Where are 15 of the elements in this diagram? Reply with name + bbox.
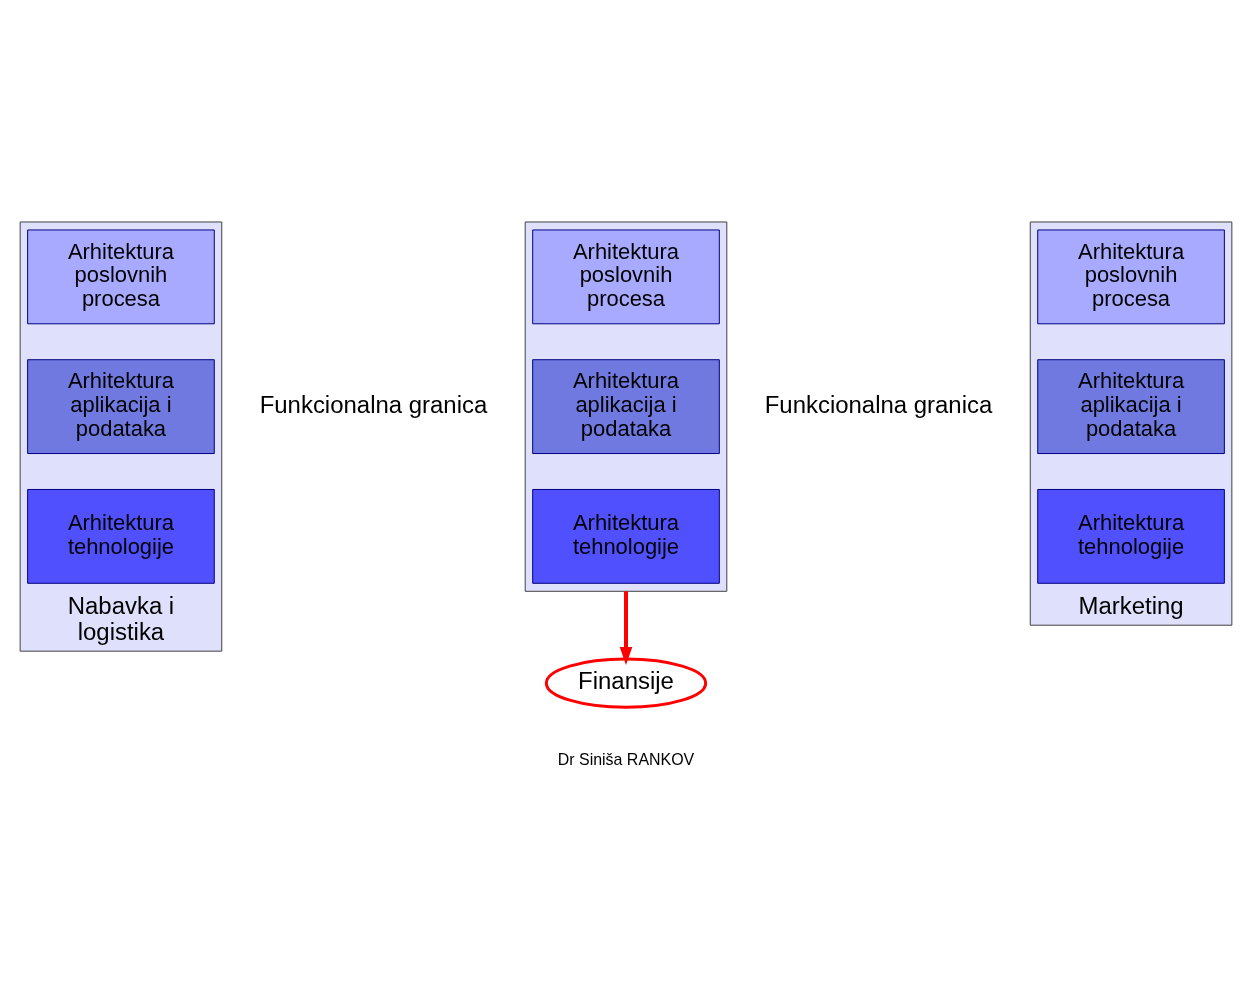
node-box: Arhitektura aplikacija i podataka	[532, 358, 720, 454]
node-ellipse: Finansije	[544, 657, 708, 709]
node-box: Arhitektura tehnologije	[1037, 488, 1225, 584]
node-box: Arhitektura poslovnih procesa	[27, 228, 215, 324]
label: Funkcionalna granica	[259, 390, 488, 418]
node-box: Arhitektura tehnologije	[532, 488, 720, 584]
node-box: Arhitektura tehnologije	[27, 488, 215, 584]
node-box: Arhitektura poslovnih procesa	[532, 228, 720, 324]
node-box: Arhitektura aplikacija i podataka	[27, 358, 215, 454]
node-box: Arhitektura poslovnih procesa	[1037, 228, 1225, 324]
arrow	[619, 590, 633, 665]
cluster	[524, 221, 728, 592]
label: Dr Siniša RANKOV	[557, 750, 695, 768]
label: Funkcionalna granica	[764, 390, 993, 418]
node-box: Arhitektura aplikacija i podataka	[1037, 358, 1225, 454]
